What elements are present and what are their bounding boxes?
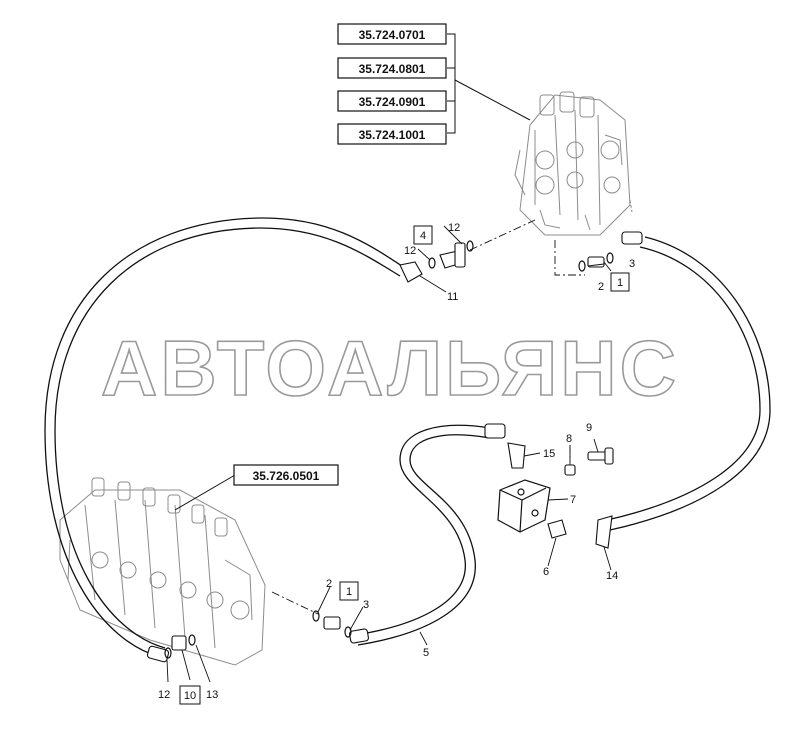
callout-10: 10 bbox=[184, 690, 196, 702]
callout-box-10 bbox=[179, 685, 201, 705]
callout-5: 5 bbox=[423, 647, 429, 659]
reference-label: 35.724.0801 bbox=[359, 62, 426, 76]
callout-box-1 bbox=[610, 272, 630, 292]
callout-6: 6 bbox=[543, 566, 549, 578]
watermark-text: АВТОАЛЬЯНС bbox=[101, 324, 679, 412]
reference-label: 35.726.0501 bbox=[253, 469, 320, 483]
callouts: 12 4 12 11 3 2 1 9 8 15 7 6 14 2 1 3 5 1… bbox=[158, 222, 635, 705]
callout-1: 1 bbox=[617, 277, 623, 289]
callout-3: 3 bbox=[363, 599, 369, 611]
callout-8: 8 bbox=[566, 433, 572, 445]
callout-3: 3 bbox=[629, 258, 635, 270]
callout-13: 13 bbox=[206, 689, 218, 701]
reference-label: 35.724.0901 bbox=[359, 95, 426, 109]
top-valve-block bbox=[514, 91, 633, 236]
callout-2: 2 bbox=[326, 578, 332, 590]
callout-4: 4 bbox=[420, 230, 426, 242]
callout-leaders bbox=[166, 225, 612, 683]
callout-14: 14 bbox=[606, 570, 618, 582]
callout-11: 11 bbox=[447, 291, 458, 303]
callout-12: 12 bbox=[448, 222, 460, 234]
valve-block-7 bbox=[497, 479, 551, 533]
reference-box-0901[interactable]: 35.724.0901 bbox=[337, 90, 447, 112]
reference-box-0801[interactable]: 35.724.0801 bbox=[337, 57, 447, 79]
callout-12: 12 bbox=[404, 245, 416, 257]
callout-9: 9 bbox=[586, 422, 592, 434]
callout-7: 7 bbox=[570, 494, 576, 506]
callout-box-4 bbox=[413, 225, 433, 245]
reference-bracket bbox=[174, 33, 531, 511]
callout-box-1 bbox=[339, 581, 359, 601]
fittings bbox=[146, 231, 643, 663]
reference-box-0701[interactable]: 35.724.0701 bbox=[337, 23, 447, 45]
reference-box-0501[interactable]: 35.726.0501 bbox=[233, 464, 339, 486]
bottom-valve-block bbox=[59, 477, 266, 666]
reference-label: 35.724.0701 bbox=[359, 28, 426, 42]
hoses bbox=[44, 217, 771, 658]
callout-12: 12 bbox=[158, 689, 170, 701]
o-rings bbox=[164, 240, 614, 659]
reference-label: 35.724.1001 bbox=[359, 128, 426, 142]
reference-box-1001[interactable]: 35.724.1001 bbox=[337, 123, 447, 145]
callout-1: 1 bbox=[346, 586, 352, 598]
callout-2: 2 bbox=[598, 281, 604, 293]
callout-15: 15 bbox=[543, 448, 555, 460]
center-lines bbox=[271, 219, 585, 615]
